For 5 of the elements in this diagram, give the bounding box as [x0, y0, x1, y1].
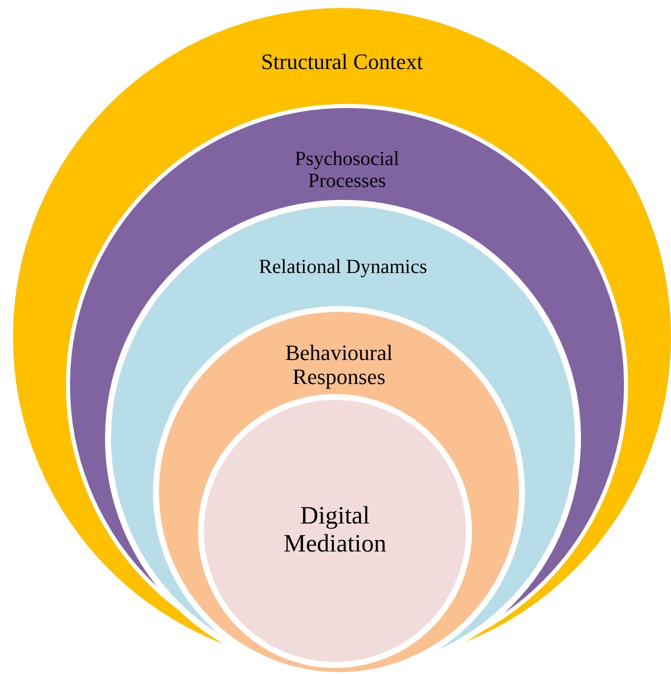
circle-label: Behavioural Responses	[284, 340, 394, 390]
circle-label: Psychosocial Processes	[294, 148, 400, 192]
circle-label: Relational Dynamics	[258, 256, 428, 278]
circle-label: Digital Mediation	[282, 502, 388, 558]
circle-label: Structural Context	[260, 50, 424, 74]
